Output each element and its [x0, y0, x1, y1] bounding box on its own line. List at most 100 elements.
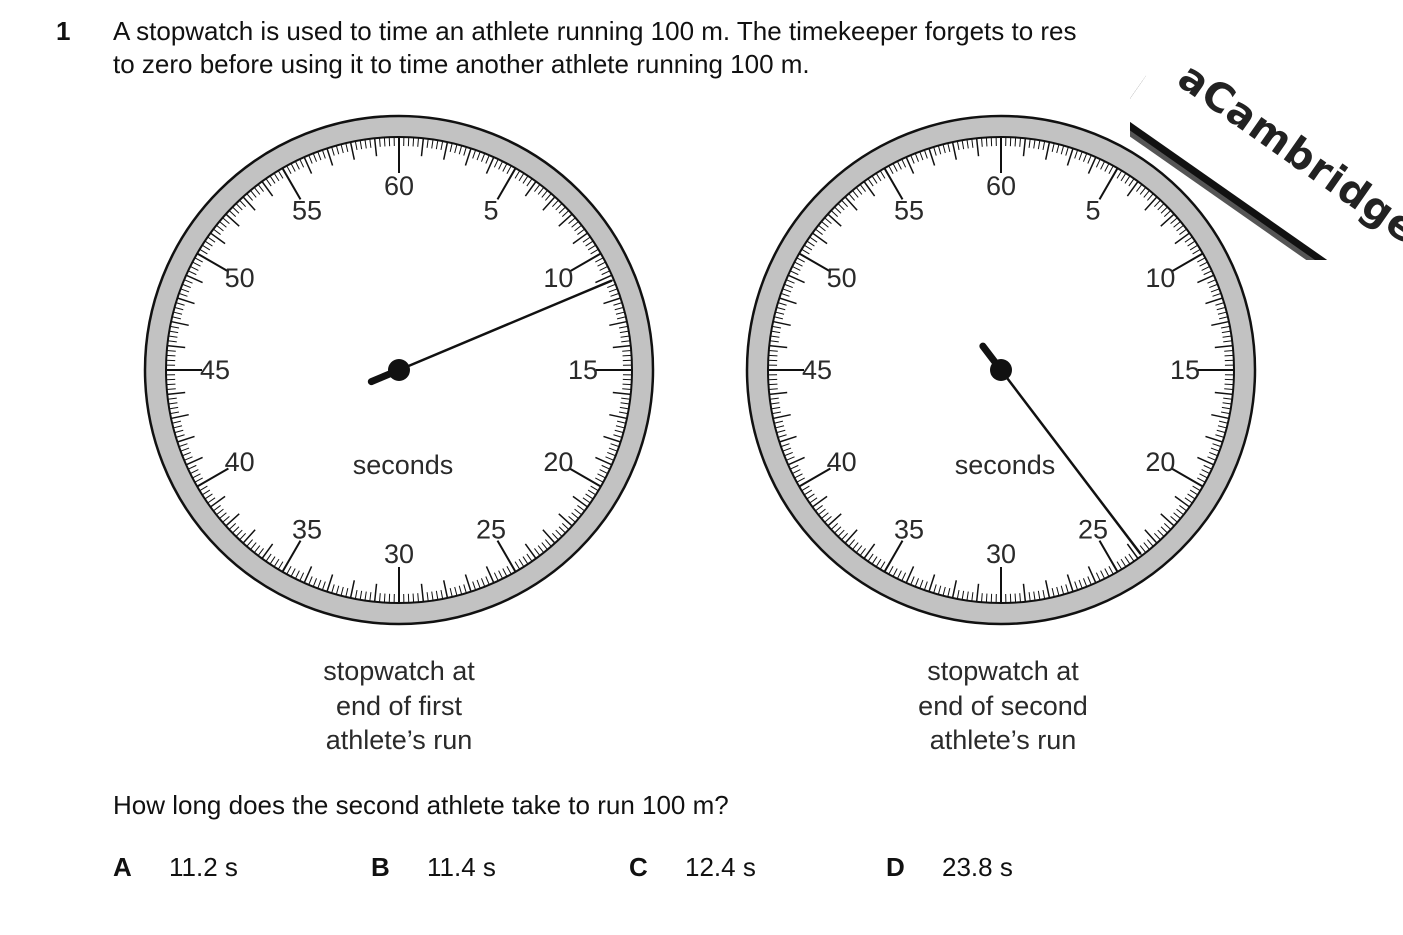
dial-tick: [1189, 489, 1198, 496]
dial-tick: [1144, 529, 1158, 544]
dial-tick: [1187, 240, 1196, 247]
dial-tick: [769, 397, 779, 400]
dial-tick: [435, 590, 439, 600]
dial-tick: [1203, 270, 1213, 276]
dial-tick: [1171, 252, 1204, 273]
dial-tick: [775, 311, 785, 315]
dial-tick: [464, 148, 472, 166]
dial-tick: [786, 279, 795, 284]
dial-tick: [1215, 302, 1225, 306]
dial-tick: [595, 456, 613, 466]
dial-tick: [204, 493, 213, 500]
dial-tick: [782, 288, 792, 293]
dial-tick: [1174, 232, 1190, 245]
dial-tick: [1221, 330, 1231, 334]
dial-tick: [454, 586, 458, 596]
dial-tick: [923, 149, 928, 159]
dial-tick: [1098, 167, 1119, 200]
dial-tick: [914, 578, 920, 587]
dial-tick: [1179, 228, 1187, 235]
dial-tick: [180, 447, 190, 452]
dial-tick: [883, 540, 904, 573]
dial-tick: [796, 477, 805, 483]
dial-tick: [776, 306, 786, 311]
dial-tick: [587, 244, 596, 251]
dial-tick: [496, 167, 517, 200]
dial-tick: [1223, 397, 1233, 400]
dial-tick: [185, 456, 203, 466]
dial-tick: [210, 232, 226, 245]
dial-tick: [1199, 473, 1208, 479]
dial-tick: [174, 306, 184, 311]
dial-tick: [779, 297, 797, 305]
dial-tick: [985, 593, 988, 603]
dial-tick: [449, 587, 453, 597]
dial-tick: [1060, 145, 1065, 155]
dial-tick: [1160, 526, 1168, 534]
dial-tick: [772, 320, 791, 327]
dial-tick: [769, 344, 788, 349]
caption-line: stopwatch at: [323, 656, 475, 686]
dial-tick: [879, 561, 886, 570]
dial-tick: [1124, 556, 1131, 565]
dial-tick: [498, 570, 504, 579]
dial-tick: [610, 443, 620, 448]
dial-label: 40: [827, 447, 857, 477]
dial-tick: [830, 210, 839, 218]
dial-tick: [824, 217, 832, 225]
dial-tick: [777, 302, 787, 306]
dial-tick: [852, 542, 859, 550]
dial-tick: [185, 274, 203, 284]
dial-tick: [1146, 193, 1154, 201]
dial-label: 40: [225, 447, 255, 477]
dial-tick: [614, 306, 624, 311]
dial-tick: [170, 413, 189, 420]
dial-tick: [485, 576, 490, 585]
dial-tick: [299, 158, 305, 168]
dial-tick: [204, 240, 213, 247]
dial-tick: [1224, 354, 1234, 357]
dial-tick: [1160, 206, 1168, 214]
dial-tick: [526, 553, 533, 562]
dial-tick: [1087, 156, 1097, 174]
dial-tick: [485, 156, 495, 174]
dial-tick: [1120, 173, 1127, 182]
dial-tick: [498, 161, 504, 170]
dial-tick: [187, 464, 197, 470]
pointer-needle: [1000, 369, 1142, 555]
dial-tick: [947, 143, 951, 153]
dial-tick: [192, 473, 201, 479]
dial-tick: [253, 545, 261, 553]
dial-tick: [1108, 566, 1114, 575]
dial-tick: [609, 320, 628, 327]
dial-tick: [1157, 203, 1165, 211]
dial-tick: [178, 292, 188, 297]
dial-tick: [1207, 279, 1216, 284]
dial-tick: [905, 156, 915, 174]
dial-tick: [166, 350, 176, 352]
dial-tick: [775, 425, 785, 429]
dial-tick: [848, 193, 856, 201]
dial-tick: [1218, 316, 1228, 320]
dial-tick: [340, 144, 344, 154]
dial-tick: [213, 228, 221, 235]
dial-tick: [590, 485, 599, 492]
dial-tick: [619, 406, 629, 410]
dial-tick: [541, 190, 548, 198]
dial-tick: [879, 170, 886, 179]
dial-tick: [784, 451, 793, 457]
dial-tick: [859, 548, 866, 556]
dial-tick: [326, 574, 334, 592]
dial-tick: [194, 257, 203, 263]
dial-tick: [169, 406, 179, 410]
dial-tick: [1126, 181, 1139, 197]
dial-tick: [167, 340, 177, 343]
dial-tick: [242, 196, 256, 211]
dial-tick: [239, 199, 247, 208]
dial-tick: [235, 529, 243, 537]
